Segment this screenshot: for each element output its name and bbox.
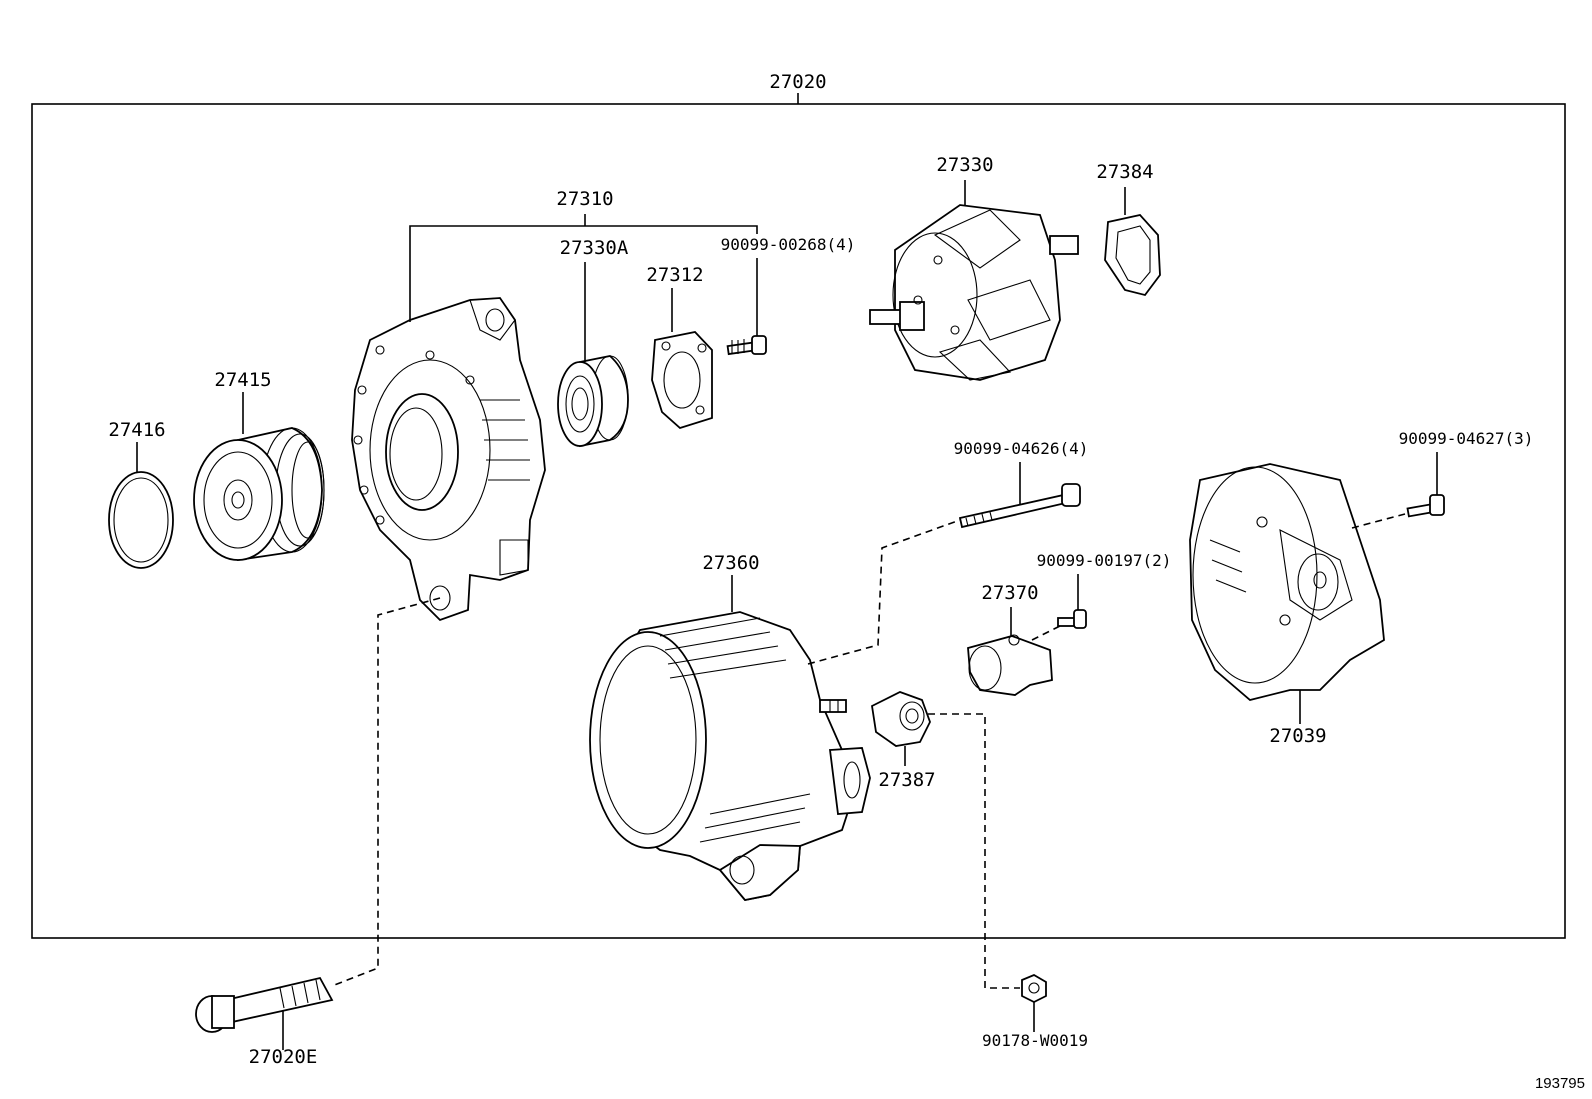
part-27020E-bolt[interactable] bbox=[195, 976, 334, 1033]
label-27360[interactable]: 27360 bbox=[702, 552, 759, 574]
label-27370[interactable]: 27370 bbox=[981, 582, 1038, 604]
part-27039-rear-cover[interactable] bbox=[1189, 463, 1385, 701]
label-90178-W0019[interactable]: 90178-W0019 bbox=[982, 1031, 1088, 1050]
part-90099-04626-bolt[interactable] bbox=[958, 483, 1081, 529]
label-27020E[interactable]: 27020E bbox=[249, 1046, 318, 1068]
part-27384-insulator[interactable] bbox=[1104, 214, 1161, 297]
label-27039[interactable]: 27039 bbox=[1269, 725, 1326, 747]
part-27310-drive-end-frame[interactable] bbox=[351, 297, 546, 622]
label-27020[interactable]: 27020 bbox=[769, 71, 826, 93]
figure-number: 193795 bbox=[1535, 1075, 1585, 1092]
label-27312[interactable]: 27312 bbox=[646, 264, 703, 286]
part-27370-brush-holder[interactable] bbox=[967, 634, 1053, 696]
part-90099-04627-screw[interactable] bbox=[1406, 494, 1445, 518]
label-27330[interactable]: 27330 bbox=[936, 154, 993, 176]
dash-27370-screw bbox=[1031, 624, 1063, 641]
part-27415-pulley[interactable] bbox=[193, 427, 325, 562]
part-90099-00268-screw[interactable] bbox=[726, 335, 767, 356]
part-90099-00197-screw[interactable] bbox=[1057, 609, 1087, 629]
label-27416[interactable]: 27416 bbox=[108, 419, 165, 441]
label-90099-00197[interactable]: 90099-00197(2) bbox=[1037, 551, 1172, 570]
label-27415[interactable]: 27415 bbox=[214, 369, 271, 391]
part-27330-rotor[interactable] bbox=[869, 204, 1079, 381]
label-90099-00268[interactable]: 90099-00268(4) bbox=[721, 235, 856, 254]
label-27310[interactable]: 27310 bbox=[556, 188, 613, 210]
dash-27387-nut bbox=[928, 713, 1020, 989]
dash-27310-27020E bbox=[331, 597, 441, 987]
part-27360-rear-end-frame[interactable] bbox=[589, 611, 871, 901]
part-90178-W0019-nut[interactable] bbox=[1021, 973, 1047, 1004]
label-27387[interactable]: 27387 bbox=[878, 769, 935, 791]
label-27330A[interactable]: 27330A bbox=[560, 237, 629, 259]
label-90099-04626[interactable]: 90099-04626(4) bbox=[954, 439, 1089, 458]
dash-27039-screw bbox=[1351, 513, 1406, 529]
part-27330A-bearing[interactable] bbox=[557, 355, 629, 448]
dash-27360-bolt bbox=[807, 519, 961, 665]
label-90099-04627[interactable]: 90099-04627(3) bbox=[1399, 429, 1534, 448]
leader-27310-bracket bbox=[409, 225, 758, 322]
label-27384[interactable]: 27384 bbox=[1096, 161, 1153, 183]
part-27387-terminal-insulator[interactable] bbox=[871, 691, 931, 747]
part-27416-cap[interactable] bbox=[108, 471, 174, 569]
part-27312-retainer-plate[interactable] bbox=[651, 331, 713, 430]
